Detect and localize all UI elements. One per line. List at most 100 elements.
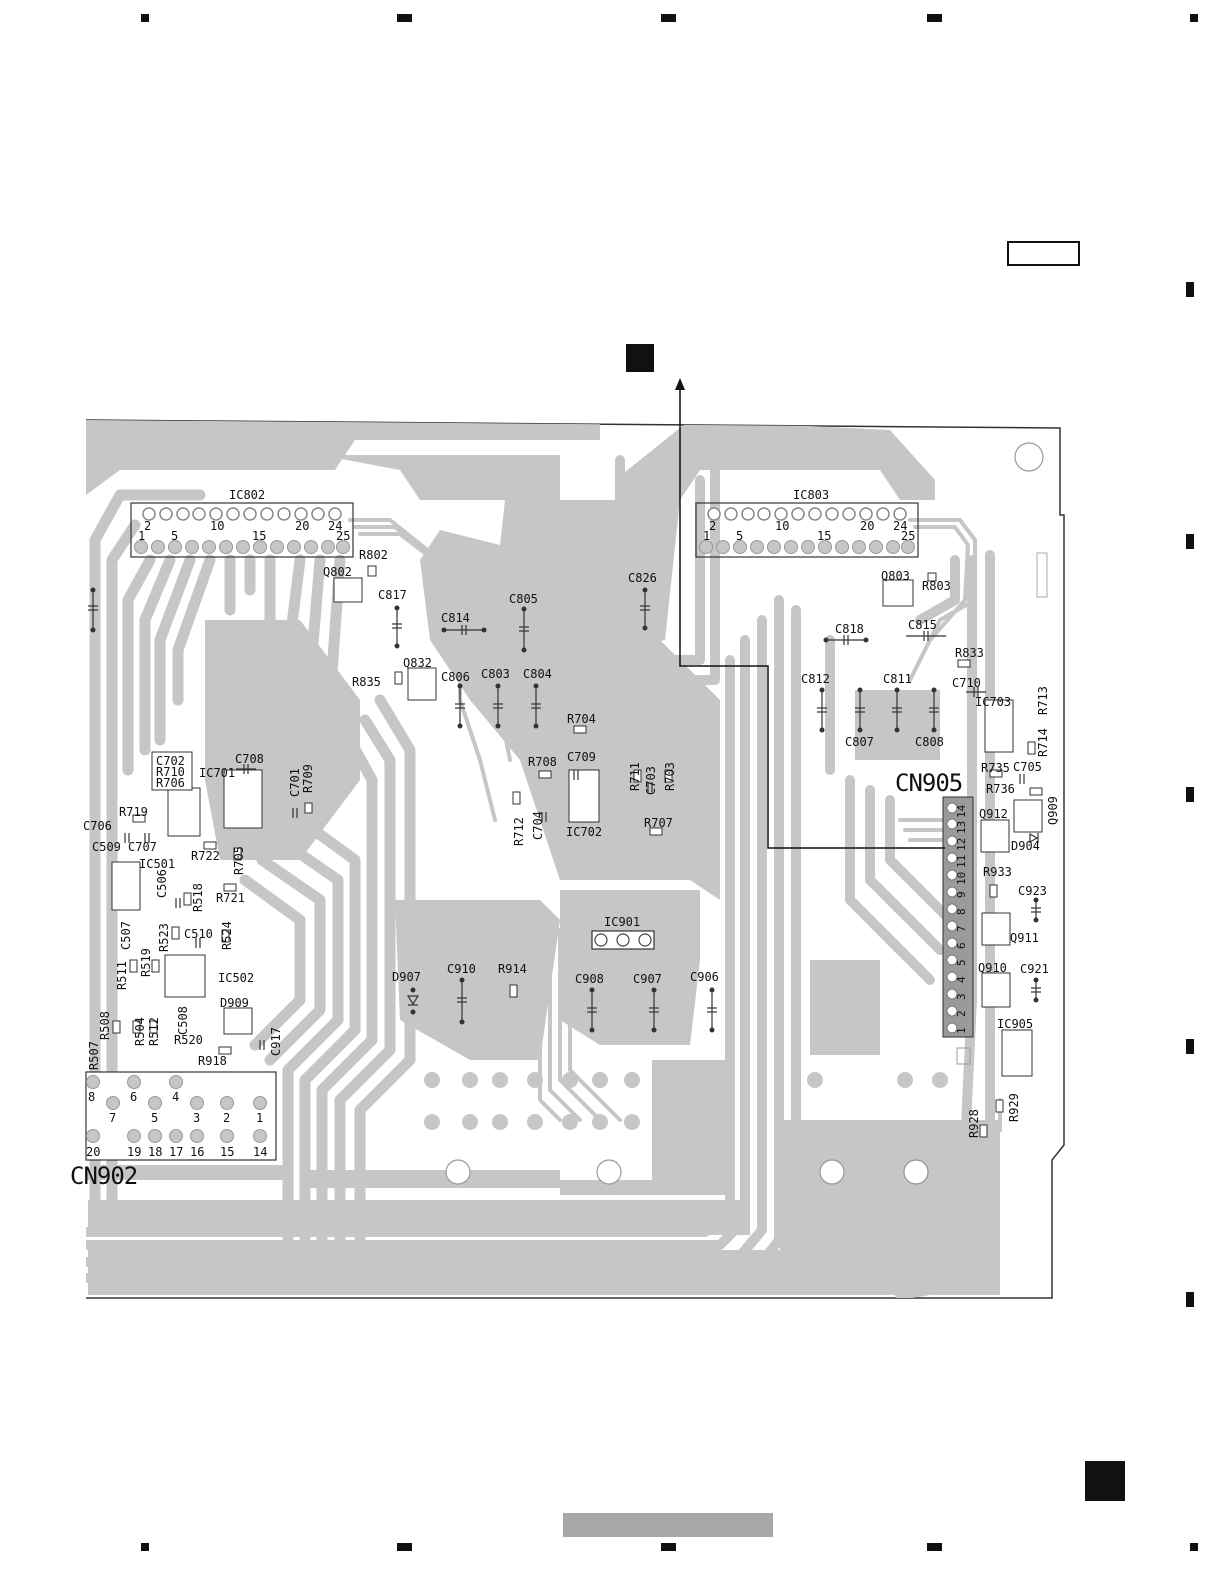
ref-c701: C701: [288, 768, 302, 797]
pin-label: 3: [955, 993, 968, 1000]
ref-c804: C804: [523, 667, 552, 681]
registration-mark: [661, 1543, 676, 1551]
ic901-label: IC901: [604, 915, 641, 929]
ref-r929: R929: [1007, 1093, 1021, 1122]
pin-label: 14: [955, 804, 968, 818]
registration-mark: [927, 1543, 942, 1551]
pin-label: 5: [955, 959, 968, 966]
ref-r708: R708: [528, 755, 557, 769]
ref-r928: R928: [967, 1109, 981, 1138]
ref-c707: C707: [128, 840, 157, 854]
pin-label: 4: [955, 976, 968, 983]
ref-r523: R523: [157, 923, 171, 952]
ref-q802: Q802: [323, 565, 352, 579]
section-marker: [626, 344, 654, 372]
pin-label: 20: [295, 519, 310, 533]
registration-mark: [1186, 1292, 1194, 1307]
registration-mark: [1186, 534, 1194, 549]
pin-label: 1: [138, 529, 146, 543]
ref-c811: C811: [883, 672, 912, 686]
ref-c917: C917: [269, 1027, 283, 1056]
ref-r803: R803: [922, 579, 951, 593]
ref-c510: C510: [184, 927, 213, 941]
pin-label: 2: [709, 519, 717, 533]
ref-r703: R703: [663, 762, 677, 791]
ref-c807: C807: [845, 735, 874, 749]
ref-c815: C815: [908, 618, 937, 632]
pin-label: 11: [955, 854, 968, 868]
ic701-label: IC701: [199, 766, 236, 780]
registration-mark: [661, 14, 676, 22]
ic502-label: IC502: [218, 971, 255, 985]
ref-c806: C806: [441, 670, 470, 684]
pin-label: 5: [151, 1111, 159, 1125]
page-marker: [1085, 1461, 1125, 1501]
pin-label: 6: [130, 1090, 138, 1104]
ref-r736: R736: [986, 782, 1015, 796]
pin-label: 20: [860, 519, 875, 533]
ref-q912: Q912: [979, 807, 1008, 821]
cn905-footprint: [942, 796, 974, 1038]
ref-r707: R707: [644, 816, 673, 830]
ref-c910: C910: [447, 962, 476, 976]
ref-r918: R918: [198, 1054, 227, 1068]
ref-c805: C805: [509, 592, 538, 606]
ref-r518: R518: [191, 883, 205, 912]
cn902-footprint: [85, 1071, 277, 1161]
registration-mark: [141, 14, 149, 22]
pin-label: 24: [893, 519, 908, 533]
ref-c908: C908: [575, 972, 604, 986]
ic702-label: IC702: [566, 825, 603, 839]
ref-r719: R719: [119, 805, 148, 819]
footer-bar: [563, 1513, 773, 1537]
pin-label: 2: [955, 1010, 968, 1017]
registration-mark: [141, 1543, 149, 1551]
ref-r520: R520: [174, 1033, 203, 1047]
ref-r833: R833: [955, 646, 984, 660]
pin-label: 10: [775, 519, 790, 533]
ic803-label: IC803: [793, 488, 830, 502]
pin-label: 5: [736, 529, 744, 543]
pin-label: 7: [109, 1111, 117, 1125]
ref-c508: C508: [176, 1006, 190, 1035]
registration-mark: [397, 1543, 412, 1551]
ref-r706: R706: [156, 776, 185, 790]
ref-c710: C710: [952, 676, 981, 690]
ref-q909: Q909: [1046, 796, 1060, 825]
ref-c812: C812: [801, 672, 830, 686]
ref-r504: R504: [133, 1017, 147, 1046]
registration-mark: [1190, 1543, 1198, 1551]
pin-label: 1: [256, 1111, 264, 1125]
ref-q911: Q911: [1010, 931, 1039, 945]
ref-r511: R511: [115, 961, 129, 990]
ref-c702: C702: [156, 754, 185, 768]
pin-label: 24: [328, 519, 343, 533]
registration-mark: [1186, 1039, 1194, 1054]
ref-c507: C507: [119, 921, 133, 950]
pin-label: 10: [210, 519, 225, 533]
cn902-label: CN902: [70, 1162, 138, 1190]
ref-r713: R713: [1036, 686, 1050, 715]
ic802-footprint: [130, 502, 354, 558]
ref-c826: C826: [628, 571, 657, 585]
ref-r714: R714: [1036, 728, 1050, 757]
pin-label: 13: [955, 820, 968, 834]
ref-r519: R519: [139, 948, 153, 977]
ref-c703: C703: [644, 766, 658, 795]
ic703-label: IC703: [975, 695, 1012, 709]
ref-c506: C506: [155, 869, 169, 898]
pin-label: 3: [193, 1111, 201, 1125]
ref-c709: C709: [567, 750, 596, 764]
ref-c907: C907: [633, 972, 662, 986]
ref-r735: R735: [981, 761, 1010, 775]
ref-r524: R524: [220, 921, 234, 950]
ref-r914: R914: [498, 962, 527, 976]
ref-d907: D907: [392, 970, 421, 984]
ref-c803: C803: [481, 667, 510, 681]
pin-label: 1: [955, 1027, 968, 1034]
pin-label: 8: [88, 1090, 96, 1104]
ref-c509: C509: [92, 840, 121, 854]
ref-c814: C814: [441, 611, 470, 625]
ref-r710: R710: [156, 765, 185, 779]
pin-label: 10: [955, 871, 968, 885]
